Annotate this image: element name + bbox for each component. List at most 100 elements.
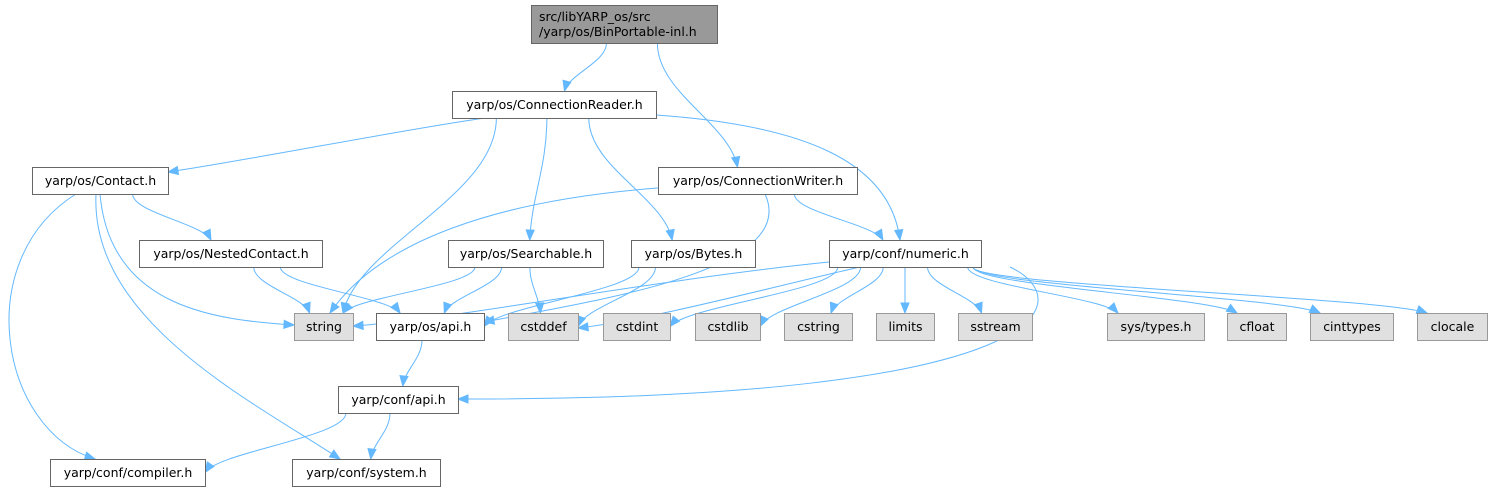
edge-searchable-to-osapi (443, 266, 503, 314)
node-root[interactable]: src/libYARP_os/src/yarp/os/BinPortable-i… (531, 5, 718, 44)
edge-connwriter-to-numeric-arrowhead (873, 228, 884, 242)
node-label: cstdint (616, 319, 659, 334)
node-box (338, 386, 459, 414)
edge-contact-to-nested (132, 193, 212, 241)
node-nested[interactable]: yarp/os/NestedContact.h (139, 240, 323, 268)
edge-numeric-to-confapi (457, 266, 1039, 400)
node-box (50, 459, 206, 487)
node-label: cfloat (1240, 319, 1275, 334)
edge-numeric-to-systypes (967, 266, 1119, 314)
node-label: sstream (970, 319, 1020, 334)
node-label: yarp/conf/compiler.h (64, 465, 193, 480)
edge-numeric-to-cfloat (972, 266, 1238, 314)
node-clocale: clocale (1417, 313, 1488, 341)
node-string: string (294, 313, 354, 341)
edge-connreader-to-numeric-arrowhead (893, 228, 904, 242)
edge-nested-to-osapi-arrowhead (390, 301, 401, 315)
node-label: string (306, 319, 342, 334)
node-contact[interactable]: yarp/os/Contact.h (32, 167, 169, 195)
edge-contact-to-string (99, 193, 295, 326)
edge-numeric-to-limits-arrowhead (900, 302, 910, 315)
node-cstddef: cstddef (508, 313, 579, 341)
edge-numeric-to-clocale-arrowhead (1415, 305, 1429, 314)
node-box (1227, 313, 1287, 341)
node-cstdint: cstdint (603, 313, 671, 341)
node-system[interactable]: yarp/conf/system.h (292, 459, 441, 487)
node-label: cinttypes (1323, 319, 1381, 334)
node-box (294, 313, 354, 341)
node-searchable[interactable]: yarp/os/Searchable.h (448, 240, 604, 268)
edge-osapi-to-confapi-arrowhead (399, 375, 409, 388)
node-label: /yarp/os/BinPortable-inl.h (539, 24, 697, 39)
edge-numeric-to-cfloat-arrowhead (1225, 303, 1239, 314)
edge-bytes-to-osapi-arrowhead (483, 315, 495, 328)
edge-numeric-to-string-arrowhead (351, 320, 364, 331)
node-box (292, 459, 441, 487)
edge-numeric-to-cinttypes-arrowhead (1308, 304, 1322, 314)
edge-contact-to-system (95, 193, 341, 460)
node-box (508, 313, 579, 341)
edge-root-to-connreader-arrowhead (562, 79, 572, 93)
edge-numeric-to-confapi-arrowhead (456, 394, 469, 404)
node-box (1310, 313, 1394, 341)
node-label: yarp/os/ConnectionReader.h (466, 97, 642, 112)
node-connwriter[interactable]: yarp/os/ConnectionWriter.h (658, 167, 858, 195)
edge-numeric-to-cstdint-arrowhead (669, 315, 681, 328)
edge-searchable-to-osapi-arrowhead (443, 301, 453, 315)
node-compiler[interactable]: yarp/conf/compiler.h (50, 459, 206, 487)
edge-numeric-to-cstring-arrowhead (829, 301, 839, 315)
node-box (1107, 313, 1205, 341)
node-label: yarp/conf/system.h (306, 465, 426, 480)
edge-root-to-connwriter-arrowhead (730, 155, 741, 169)
node-box (784, 313, 853, 341)
edge-connreader-to-contact (167, 117, 486, 173)
node-confapi[interactable]: yarp/conf/api.h (338, 386, 459, 414)
edge-numeric-to-cinttypes (972, 266, 1321, 314)
edge-numeric-to-cstring (830, 266, 884, 314)
node-box (829, 240, 982, 268)
node-label: yarp/conf/numeric.h (842, 246, 969, 261)
node-box (1417, 313, 1488, 341)
edge-root-to-connwriter (656, 42, 738, 168)
edge-connreader-to-searchable (529, 117, 548, 241)
node-cinttypes: cinttypes (1310, 313, 1394, 341)
node-cfloat: cfloat (1227, 313, 1287, 341)
edge-confapi-to-system-arrowhead (367, 448, 377, 461)
node-label: cstddef (520, 319, 567, 334)
edge-nested-to-osapi (279, 266, 401, 314)
node-box (376, 313, 485, 341)
edge-numeric-to-cstdint (669, 266, 839, 327)
node-box (603, 313, 671, 341)
node-box (876, 313, 935, 341)
node-label: yarp/os/Searchable.h (460, 246, 592, 261)
node-bytes[interactable]: yarp/os/Bytes.h (631, 240, 756, 268)
edge-confapi-to-compiler-arrowhead (204, 461, 215, 474)
edge-searchable-to-string (342, 266, 476, 314)
edge-connreader-to-contact-arrowhead (166, 165, 180, 176)
edge-connreader-to-numeric (655, 114, 901, 241)
edge-contact-to-system-arrowhead (328, 449, 342, 460)
edge-connreader-to-searchable-arrowhead (525, 229, 535, 242)
node-label: sys/types.h (1121, 319, 1192, 334)
edge-contact-to-compiler-arrowhead (83, 451, 97, 461)
edge-nested-to-string (253, 266, 311, 314)
node-box (32, 167, 169, 195)
node-label: src/libYARP_os/src (539, 9, 651, 24)
edge-contact-to-nested-arrowhead (202, 228, 212, 242)
edge-connreader-to-string (342, 117, 497, 314)
node-cstdlib: cstdlib (695, 313, 761, 341)
node-label: yarp/os/Contact.h (45, 173, 156, 188)
node-numeric[interactable]: yarp/conf/numeric.h (829, 240, 982, 268)
node-box (658, 167, 858, 195)
node-box (452, 91, 657, 119)
node-osapi[interactable]: yarp/os/api.h (376, 313, 485, 341)
node-label: yarp/os/ConnectionWriter.h (673, 173, 843, 188)
nodes-layer: src/libYARP_os/src/yarp/os/BinPortable-i… (32, 5, 1488, 487)
edge-contact-to-compiler (8, 193, 96, 460)
edge-connreader-to-bytes-arrowhead (665, 228, 675, 242)
node-box (958, 313, 1033, 341)
edge-root-to-connreader (564, 42, 607, 92)
edge-confapi-to-compiler (204, 412, 347, 473)
node-connreader[interactable]: yarp/os/ConnectionReader.h (452, 91, 657, 119)
